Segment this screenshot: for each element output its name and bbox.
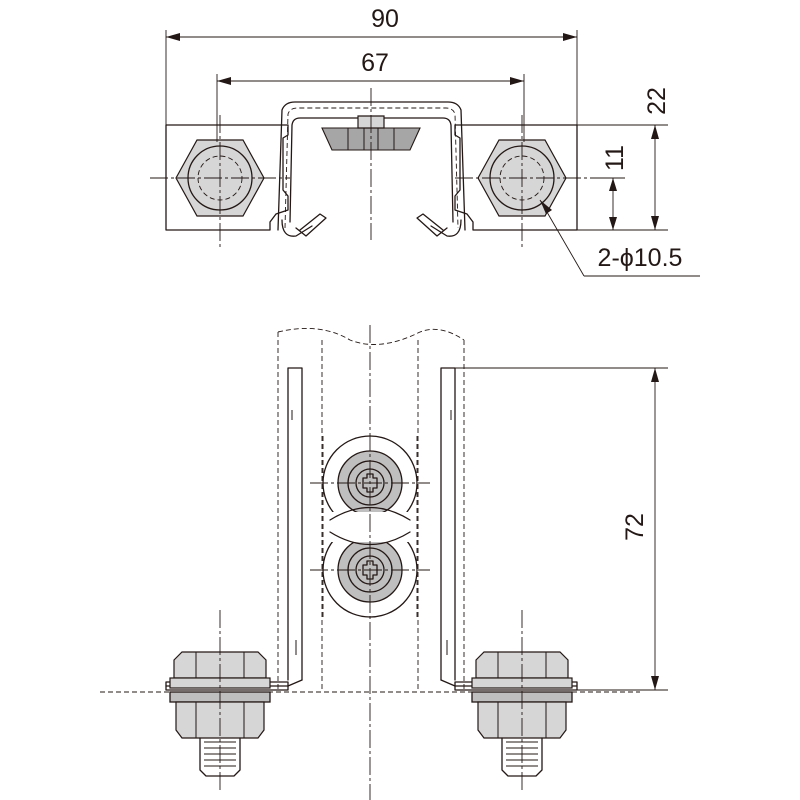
dimension-post-height: 72 [577,368,668,691]
dimension-post-height-label: 72 [621,513,649,541]
dimension-overall-width-label: 90 [371,5,399,33]
dimension-overall-width: 90 [165,5,578,125]
dimension-channel-width: 67 [216,49,525,142]
dimension-hole-height-label: 11 [601,145,629,171]
front-view-right-bolt [471,610,573,790]
front-view: 72 [100,325,668,800]
dimension-channel-width-label: 67 [361,49,389,77]
dimension-overall-height-label: 22 [643,87,671,115]
hole-callout: 2-ϕ10.5 [539,199,700,277]
dimension-hole-height: 11 [577,145,629,231]
top-view-base-plate [165,124,289,231]
top-view: 90 67 22 11 [150,5,700,277]
hole-callout-label: 2-ϕ10.5 [598,244,683,272]
top-view-left-bolt [150,115,290,250]
front-view-left-bolt [169,610,271,790]
top-view-channel [277,101,466,231]
front-view-channel [287,367,303,681]
front-view-post-phantom [277,327,465,690]
top-view-right-bolt [455,115,600,250]
dimension-overall-height: 22 [577,87,671,231]
